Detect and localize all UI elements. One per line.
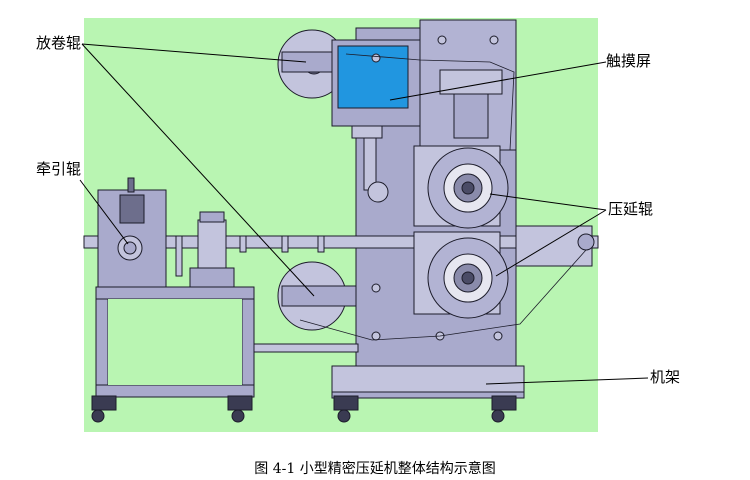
wheel-2	[231, 409, 245, 423]
lower-left-frame-bottom	[95, 384, 255, 398]
motor-block	[189, 267, 235, 289]
film-path-lower	[299, 249, 587, 341]
leader-unwind-lower	[81, 43, 315, 297]
lower-left-frame-top	[95, 286, 255, 300]
leader-calender-lower	[495, 209, 607, 277]
leader-frame	[485, 377, 649, 385]
figure-caption: 图 4-1 小型精密压延机整体结构示意图	[254, 461, 496, 477]
leader-unwind-upper	[81, 43, 307, 63]
label-frame: 机架	[650, 368, 681, 386]
leader-touch-screen	[389, 61, 607, 101]
wheel-3	[337, 409, 351, 423]
label-touch-screen: 触摸屏	[606, 52, 652, 70]
wheel-1	[91, 409, 105, 423]
leader-traction	[79, 179, 129, 245]
leader-calender-upper	[489, 193, 607, 211]
base-frame	[331, 365, 525, 397]
label-traction-roller: 牵引辊	[36, 160, 82, 178]
lower-left-leg-right	[241, 298, 255, 398]
wheel-4	[491, 409, 505, 423]
film-path-upper	[345, 53, 515, 151]
label-calender-roller: 压延辊	[608, 200, 654, 218]
label-unwind-roller: 放卷辊	[36, 34, 82, 52]
traction-unit-top	[119, 194, 145, 224]
lower-left-leg-left	[95, 298, 109, 398]
